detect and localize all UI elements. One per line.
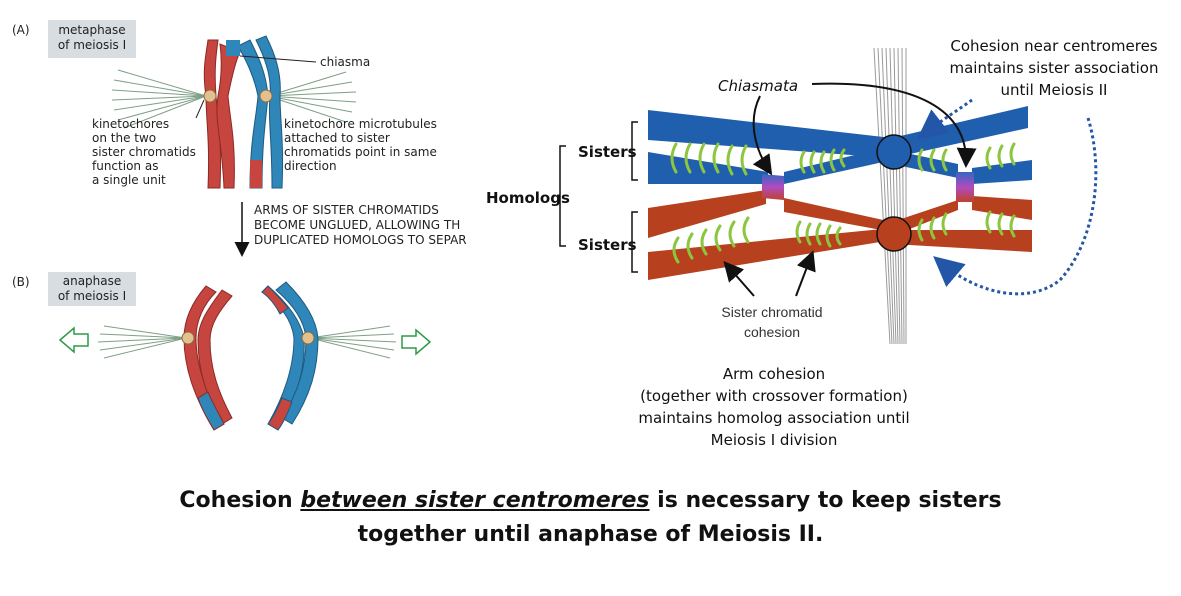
sisters-bottom-bracket: [631, 211, 638, 273]
arm-cohesion-line-2: (together with crossover formation): [640, 387, 908, 405]
centromere-note-line-2: maintains sister association: [950, 59, 1159, 77]
kinetochore-line-4: function as: [92, 159, 158, 173]
centromere-note-line-1: Cohesion near centromeres: [950, 37, 1157, 55]
right-microtubule-fan: [267, 71, 357, 123]
sister-cohesion-line-1: Sister chromatid: [721, 304, 822, 320]
microtubule-line-4: direction: [284, 159, 337, 173]
panel-a: (A) metaphase of meiosis I: [12, 20, 467, 257]
homologs-label: Homologs: [486, 189, 570, 207]
cohesin-rings-blue: [670, 142, 1016, 176]
red-homolog-metaphase: [203, 39, 241, 189]
kinetochore-line-5: a single unit: [92, 173, 166, 187]
transition-line-3: DUPLICATED HOMOLOGS TO SEPAR: [254, 233, 467, 247]
chiasmata-label: Chiasmata: [718, 77, 798, 95]
blue-chromosome-anaphase: [261, 281, 319, 431]
caption-line-1: Cohesion between sister centromeres is n…: [0, 484, 1181, 518]
chiasmata-arrow-right: [811, 82, 977, 168]
panel-a-title-box: [48, 20, 136, 58]
sister-cohesion-line-2: cohesion: [744, 324, 800, 340]
sister-cohesion-label: Sister chromatid cohesion: [721, 304, 822, 340]
microtubule-label: kinetochore microtubules attached to sis…: [284, 117, 437, 173]
blue-sister-chromatids: [648, 106, 1032, 184]
caption-before: Cohesion: [179, 488, 301, 513]
panel-b-title-box: [48, 272, 136, 306]
meiosis-cohesion-figure: (A) metaphase of meiosis I: [12, 20, 1159, 449]
chiasmata-arrow-left: [752, 95, 773, 176]
microtubule-line-3: chromatids point in same: [284, 145, 437, 159]
microtubule-line-1: kinetochore microtubules: [284, 117, 437, 131]
caption-emphasis: between sister centromeres: [300, 488, 650, 513]
chiasma-leader-line: [239, 55, 317, 63]
sister-cohesion-arrow-right: [795, 250, 816, 297]
sister-cohesion-arrow-left: [723, 260, 755, 297]
panel-a-title-line-2: of meiosis I: [58, 38, 126, 52]
sisters-top-bracket: [631, 121, 638, 181]
centromere-blue: [876, 134, 912, 170]
sisters-bottom-label: Sisters: [578, 236, 637, 254]
panel-a-title-line-1: metaphase: [58, 23, 125, 37]
homologs-bracket: [559, 145, 566, 247]
red-chromosome-anaphase: [183, 285, 233, 431]
red-homolog-blue-segment: [226, 40, 240, 56]
arm-cohesion-line-3: maintains homolog association until: [638, 409, 909, 427]
panel-b: (B) anaphase of meiosis I: [12, 272, 432, 431]
kinetochore-leader-line: [195, 99, 205, 119]
panel-b-tag: (B): [12, 275, 30, 289]
panel-b-title-line-1: anaphase: [63, 274, 122, 288]
red-sister-chromatids: [648, 190, 1032, 280]
arm-cohesion-label: Arm cohesion (together with crossover fo…: [638, 365, 909, 449]
centromere-cohesion-note: Cohesion near centromeres maintains sist…: [950, 37, 1159, 99]
arm-cohesion-line-1: Arm cohesion: [723, 365, 825, 383]
anaphase-left-arrow-icon: [58, 326, 89, 354]
anaphase-kinetochore-left: [181, 331, 195, 345]
transition-line-2: BECOME UNGLUED, ALLOWING TH: [254, 218, 460, 232]
chiasma-bridge-right: [956, 172, 974, 202]
caption: Cohesion between sister centromeres is n…: [0, 484, 1181, 552]
cohesion-diagram: Chiasmata Cohesion near centromeres main…: [486, 37, 1159, 449]
blue-homolog-metaphase: [237, 35, 284, 189]
anaphase-right-fan: [309, 325, 397, 359]
chiasma-label: chiasma: [320, 55, 370, 69]
kinetochore-right: [259, 89, 273, 103]
kinetochore-left: [203, 89, 217, 103]
blue-homolog-red-segment: [250, 160, 262, 188]
kinetochore-line-2: on the two: [92, 131, 156, 145]
caption-after: is necessary to keep sisters: [649, 488, 1002, 513]
centromere-cohesion-arrow-bottom: [933, 117, 1098, 296]
anaphase-right-arrow-icon: [401, 328, 432, 356]
spindle-fibers: [873, 47, 907, 345]
caption-line-2: together until anaphase of Meiosis II.: [357, 522, 824, 547]
anaphase-left-fan: [97, 325, 187, 359]
anaphase-kinetochore-right: [301, 331, 315, 345]
centromere-red: [876, 216, 912, 252]
kinetochore-line-1: kinetochores: [92, 117, 169, 131]
panel-a-tag: (A): [12, 23, 30, 37]
panel-b-title-line-2: of meiosis I: [58, 289, 126, 303]
arm-cohesion-line-4: Meiosis I division: [711, 431, 838, 449]
transition-line-1: ARMS OF SISTER CHROMATIDS: [254, 203, 439, 217]
transition-label: ARMS OF SISTER CHROMATIDS BECOME UNGLUED…: [254, 203, 467, 247]
kinetochore-line-3: sister chromatids: [92, 145, 196, 159]
microtubule-line-2: attached to sister: [284, 131, 390, 145]
left-microtubule-fan: [111, 69, 207, 129]
chiasma-bridge-left: [762, 174, 784, 200]
kinetochore-label: kinetochores on the two sister chromatid…: [92, 117, 196, 187]
cohesin-rings-red: [672, 210, 1016, 264]
centromere-note-line-3: until Meiosis II: [1001, 81, 1108, 99]
sisters-top-label: Sisters: [578, 143, 637, 161]
